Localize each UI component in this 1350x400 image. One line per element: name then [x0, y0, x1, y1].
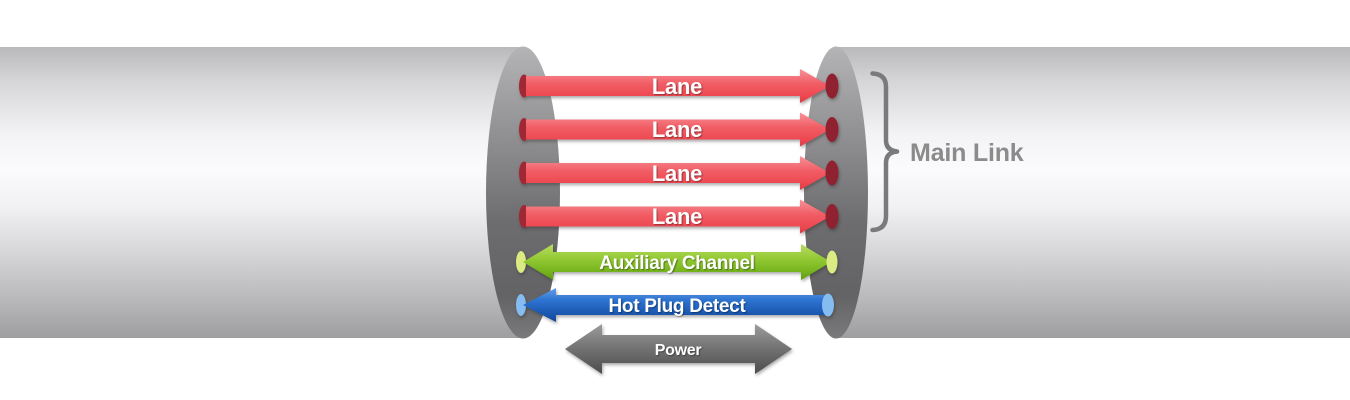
power-arrow-shape — [565, 324, 792, 374]
power-arrow — [565, 324, 792, 374]
lane-right-cap — [825, 73, 839, 99]
hot-plug-detect-arrow — [516, 288, 834, 322]
lane-arrow-shape — [526, 69, 830, 103]
auxiliary-channel-arrow — [516, 244, 838, 280]
aux-left-cap — [516, 251, 526, 273]
lane-arrow-shape — [526, 112, 830, 147]
lane-arrow-2 — [519, 112, 839, 147]
aux-right-cap — [826, 250, 838, 274]
lane-arrow-4 — [519, 199, 839, 234]
lane-label-3: Lane — [652, 161, 702, 186]
lane-arrow-shape — [526, 199, 830, 234]
hpd-arrow-shape — [523, 288, 826, 322]
lane-label-4: Lane — [652, 204, 702, 229]
auxiliary-channel-label: Auxiliary Channel — [599, 253, 754, 274]
hpd-right-cap — [822, 293, 834, 317]
lane-arrow-3 — [519, 156, 839, 190]
lane-label-2: Lane — [652, 117, 702, 142]
power-label: Power — [655, 342, 702, 359]
lane-right-cap — [825, 160, 839, 186]
main-link-brace — [870, 71, 900, 233]
lane-label-1: Lane — [652, 74, 702, 99]
aux-arrow-shape — [523, 244, 831, 280]
channel-labels: Lane Lane Lane Lane Auxiliary Channel Ho… — [599, 74, 755, 359]
hpd-left-cap — [516, 294, 526, 316]
hot-plug-detect-label: Hot Plug Detect — [609, 296, 747, 317]
lane-right-cap — [825, 204, 839, 229]
lane-arrow-shape — [526, 156, 830, 190]
lane-right-cap — [825, 117, 839, 142]
lane-arrow-1 — [519, 69, 839, 103]
main-link-label: Main Link — [910, 139, 1024, 167]
